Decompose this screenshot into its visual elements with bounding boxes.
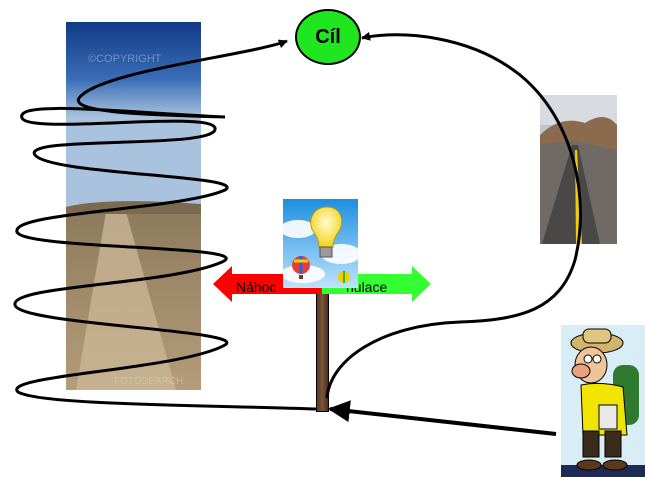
hiker-arrow xyxy=(327,400,557,436)
goal-label: Cíl xyxy=(315,25,341,48)
left-sign-label: Náhoc xyxy=(236,279,277,295)
watermark-bottom: FOTOSEARCH xyxy=(114,376,183,387)
random-walk-path xyxy=(13,39,317,411)
dirt-road-photo: ©COPYRIGHT FOTOSEARCH xyxy=(66,22,201,390)
lightbulb-idea-image xyxy=(283,199,358,288)
goal-circle: Cíl xyxy=(295,9,361,65)
watermark-top: ©COPYRIGHT xyxy=(88,53,162,65)
hiker-illustration xyxy=(561,325,645,477)
simulation-path xyxy=(325,31,582,399)
